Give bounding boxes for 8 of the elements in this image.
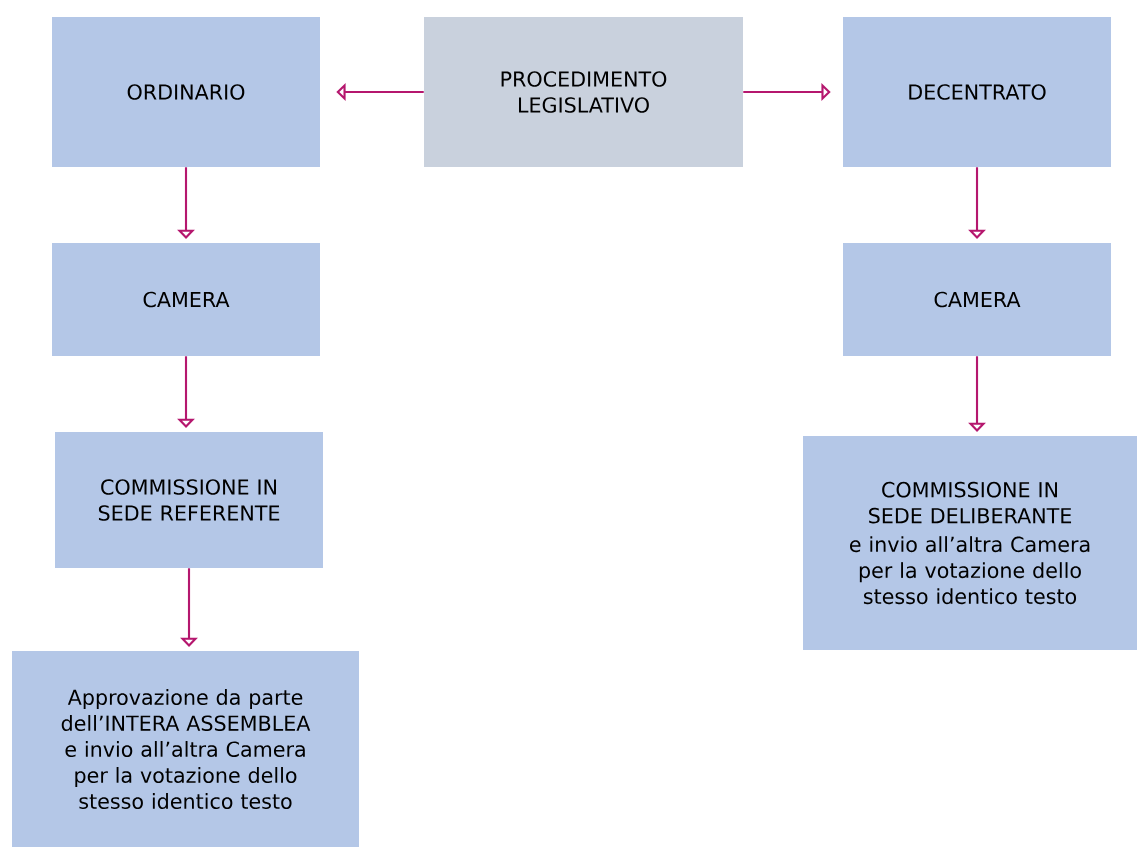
process-box: Approvazione da parte dell’INTERA ASSEMBLEA e invio all’altra Camera per la votazione dello stesso identico testo [12, 651, 359, 847]
process-box: ORDINARIO [52, 17, 320, 167]
process-box: CAMERA [52, 243, 320, 356]
process-box: COMMISSIONE IN SEDE DELIBERANTE e invio all’altra Camera per la votazione dello stesso identico testo [803, 436, 1137, 650]
process-box: DECENTRATO [843, 17, 1111, 167]
process-box: CAMERA [843, 243, 1111, 356]
process-box: COMMISSIONE IN SEDE REFERENTE [55, 432, 323, 568]
process-box: PROCEDIMENTO LEGISLATIVO [424, 17, 743, 167]
